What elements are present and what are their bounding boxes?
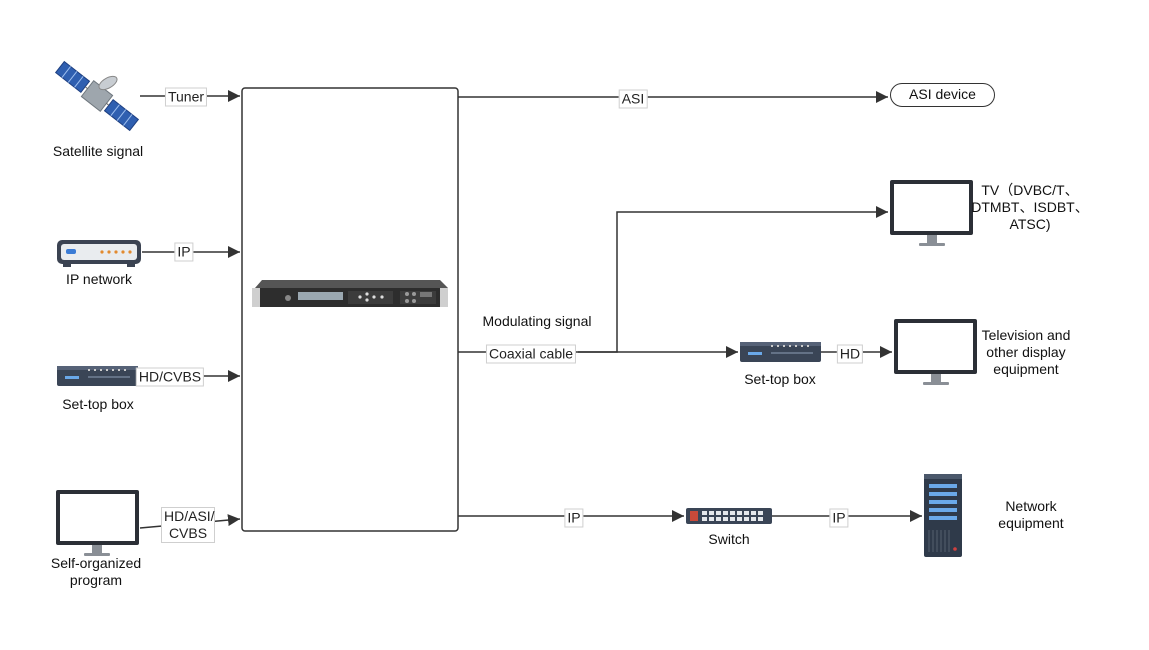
encoder-modulator-device-icon bbox=[252, 280, 448, 307]
tuner-label: Tuner bbox=[164, 87, 208, 107]
server-icon bbox=[924, 474, 962, 557]
ip-network-label: IP network bbox=[66, 271, 132, 287]
ip-out-label: IP bbox=[564, 508, 584, 528]
asi-label: ASI bbox=[618, 89, 648, 109]
switch-label: Switch bbox=[708, 531, 750, 547]
tv-standards-label: TV（DVBC/T、DTMBT、ISDBT、ATSC) bbox=[971, 182, 1089, 232]
hd-out-label: HD bbox=[836, 344, 864, 364]
network-equipment-label: Network equipment bbox=[998, 498, 1064, 531]
modulating-signal-label: Modulating signal bbox=[482, 313, 592, 329]
monitor-tv-icon bbox=[890, 180, 973, 246]
set-top-box-right-icon bbox=[740, 342, 821, 362]
monitor-self-organized-icon bbox=[56, 490, 139, 556]
ip-in-label: IP bbox=[174, 242, 194, 262]
tv-connector bbox=[578, 206, 888, 353]
set-top-box-left-label: Set-top box bbox=[62, 396, 134, 412]
ip-out2-label: IP bbox=[829, 508, 849, 528]
hd-asi-cvbs-label: HD/ASI/ CVBS bbox=[161, 507, 215, 543]
television-label: Television and other display equipment bbox=[981, 327, 1071, 377]
asi-device-node: ASI device bbox=[890, 83, 995, 107]
router-icon bbox=[57, 240, 141, 267]
self-organized-label: Self-organized program bbox=[50, 555, 142, 588]
set-top-box-right-label: Set-top box bbox=[744, 371, 816, 387]
hd-cvbs-label: HD/CVBS bbox=[135, 367, 205, 387]
switch-icon bbox=[686, 508, 772, 524]
set-top-box-left-icon bbox=[57, 366, 138, 386]
coaxial-cable-label: Coaxial cable bbox=[485, 344, 577, 364]
satellite-icon bbox=[54, 60, 140, 132]
monitor-television-icon bbox=[894, 319, 977, 385]
satellite-label: Satellite signal bbox=[52, 143, 144, 159]
central-device-box bbox=[241, 87, 459, 532]
